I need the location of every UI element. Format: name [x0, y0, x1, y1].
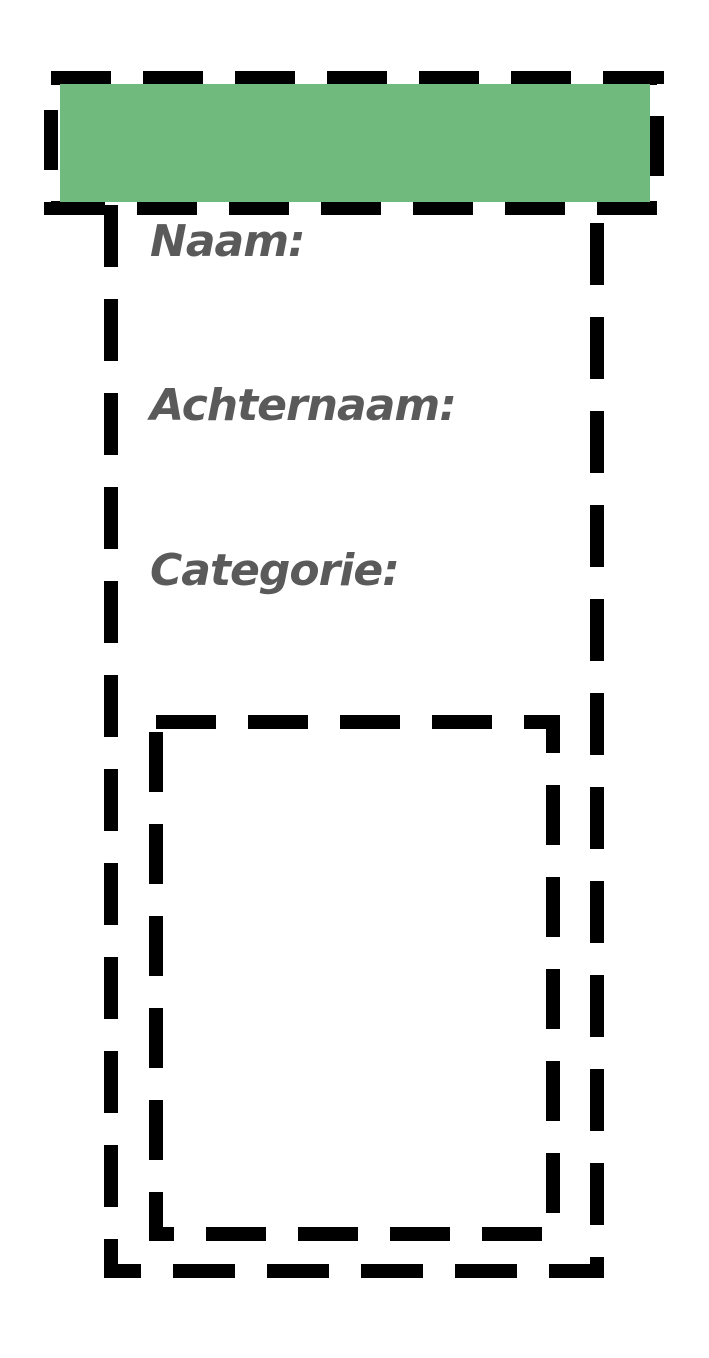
- header-bar: [60, 84, 650, 202]
- header-dashed-frame: [44, 71, 664, 215]
- field-label-naam: Naam:: [150, 216, 305, 267]
- field-label-categorie: Categorie:: [150, 545, 399, 596]
- image-placeholder: [149, 715, 560, 1241]
- field-label-achternaam: Achternaam:: [147, 380, 456, 431]
- card-dashed-frame: [104, 205, 604, 1278]
